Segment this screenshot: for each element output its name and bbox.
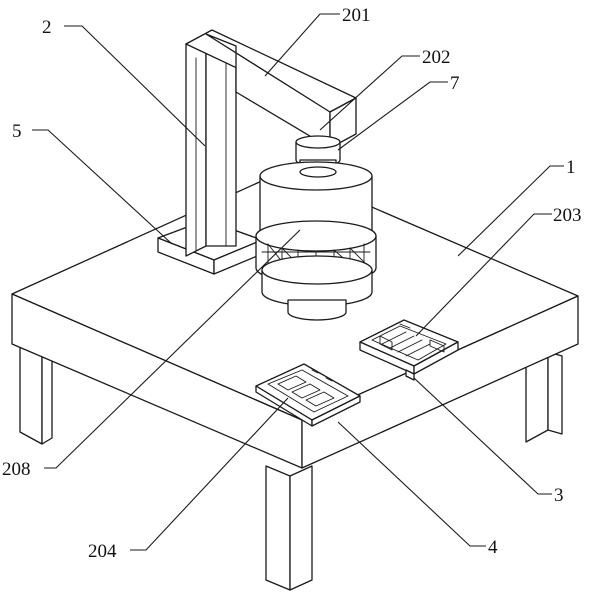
table-top-front-right-face	[301, 295, 579, 469]
leader-lines	[32, 13, 564, 551]
label-203: 203	[553, 205, 582, 226]
label-7: 7	[450, 73, 460, 94]
rotary-head	[255, 161, 377, 321]
label-204: 204	[88, 541, 117, 562]
label-201: 201	[342, 5, 371, 26]
label-5: 5	[12, 121, 22, 142]
label-208: 208	[2, 459, 31, 480]
label-1: 1	[566, 157, 576, 178]
fixture-right	[359, 319, 459, 381]
reference-labels: 201 2 202 7 5 1 203 208 3 204 4	[2, 5, 582, 562]
support-column	[185, 33, 237, 257]
label-2: 2	[42, 17, 52, 38]
label-4: 4	[488, 537, 498, 558]
label-202: 202	[422, 47, 451, 68]
cantilever-arm	[185, 29, 357, 247]
table-leg-front	[265, 465, 313, 591]
fixture-front	[255, 363, 361, 427]
label-3: 3	[554, 485, 564, 506]
